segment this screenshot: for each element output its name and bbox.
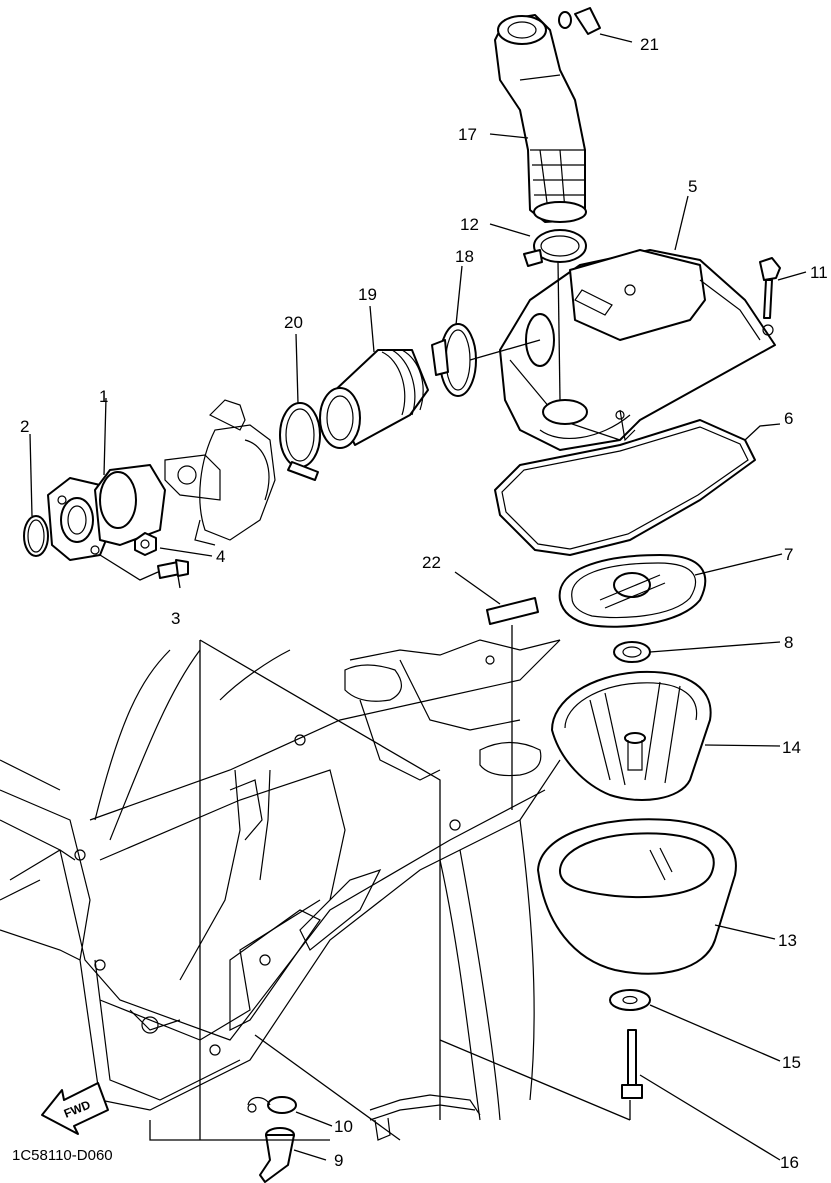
callout-8: 8	[784, 633, 793, 652]
case-gasket	[494, 419, 756, 556]
clip-part-10	[247, 1096, 297, 1114]
leader-lines	[29, 33, 807, 1161]
callout-16: 16	[780, 1153, 799, 1172]
callout-14: 14	[782, 738, 801, 757]
carburetor	[164, 399, 276, 546]
callout-19: 19	[358, 285, 377, 304]
hose-clamp-part-20	[279, 402, 321, 481]
intake-duct-part-17	[494, 14, 587, 223]
element-frame-part-14	[551, 670, 712, 801]
callout-11: 11	[810, 263, 828, 282]
callout-15: 15	[782, 1053, 801, 1072]
callout-5: 5	[688, 177, 697, 196]
callout-2: 2	[20, 417, 29, 436]
caution-label-part-22	[486, 597, 539, 625]
air-filter-element-part-13	[537, 818, 737, 975]
frame-chassis	[0, 639, 561, 1141]
callout-21: 21	[640, 35, 659, 54]
callout-18: 18	[455, 247, 474, 266]
carburetor-joint-part-19	[319, 349, 429, 449]
fwd-arrow-icon: FWD	[41, 1082, 109, 1135]
clip-part-21	[558, 7, 601, 35]
callout-12: 12	[460, 215, 479, 234]
callout-9: 9	[334, 1151, 343, 1170]
hose-clamp-part-18	[431, 323, 477, 397]
callout-6: 6	[784, 409, 793, 428]
air-cleaner-case	[499, 249, 776, 451]
bolt-part-3	[157, 559, 189, 579]
drain-plug-part-9	[259, 1127, 295, 1183]
callout-10: 10	[334, 1117, 353, 1136]
hose-clamp-part-12	[523, 229, 587, 267]
washer-part-8	[613, 641, 651, 663]
screw-part-11	[759, 257, 781, 319]
callout-13: 13	[778, 931, 797, 950]
callout-20: 20	[284, 313, 303, 332]
bolt-part-16	[621, 1029, 643, 1099]
nut-part-4	[134, 532, 157, 556]
drawing-code: 1C58110-D060	[12, 1147, 113, 1164]
callout-labels: 21 17 12 5 11 18 19 20 1 2 6 4 3 22 7 8 …	[20, 35, 828, 1172]
callout-22: 22	[422, 553, 441, 572]
callout-17: 17	[458, 125, 477, 144]
callout-4: 4	[216, 547, 225, 566]
element-cover-part-7	[558, 554, 707, 628]
washer-part-15	[609, 989, 651, 1011]
intake-manifold	[47, 464, 166, 561]
callout-3: 3	[171, 609, 180, 628]
callout-7: 7	[784, 545, 793, 564]
callout-1: 1	[99, 387, 108, 406]
